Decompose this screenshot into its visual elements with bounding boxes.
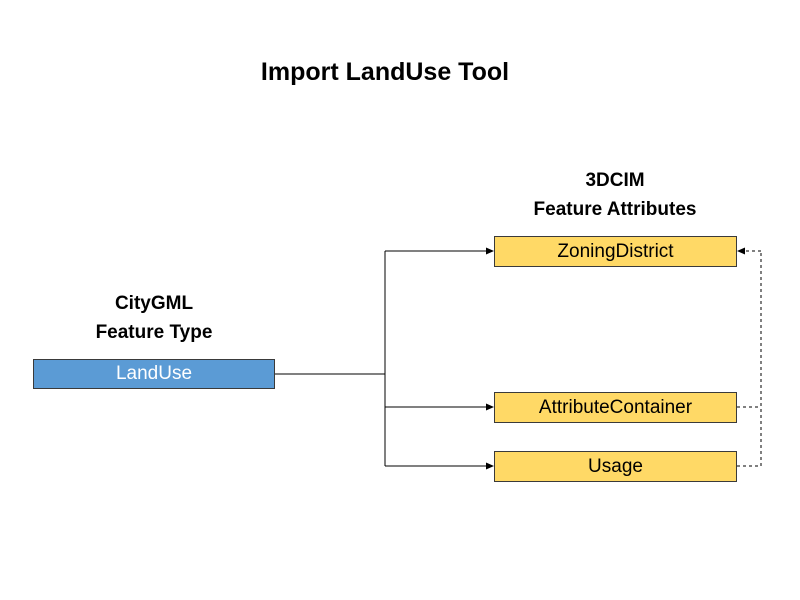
attributecontainer-box: AttributeContainer bbox=[494, 392, 737, 423]
target-heading-line1: 3DCIM bbox=[585, 170, 645, 191]
landuse-box: LandUse bbox=[33, 359, 275, 389]
source-heading: CityGML Feature Type bbox=[34, 289, 274, 347]
target-heading: 3DCIM Feature Attributes bbox=[494, 166, 736, 224]
source-heading-line1: CityGML bbox=[114, 293, 194, 314]
usage-box: Usage bbox=[494, 451, 737, 482]
source-heading-line2: Feature Type bbox=[95, 322, 213, 343]
target-heading-line2: Feature Attributes bbox=[533, 199, 697, 220]
diagram-title: Import LandUse Tool bbox=[260, 58, 510, 86]
zoningdistrict-box: ZoningDistrict bbox=[494, 236, 737, 267]
